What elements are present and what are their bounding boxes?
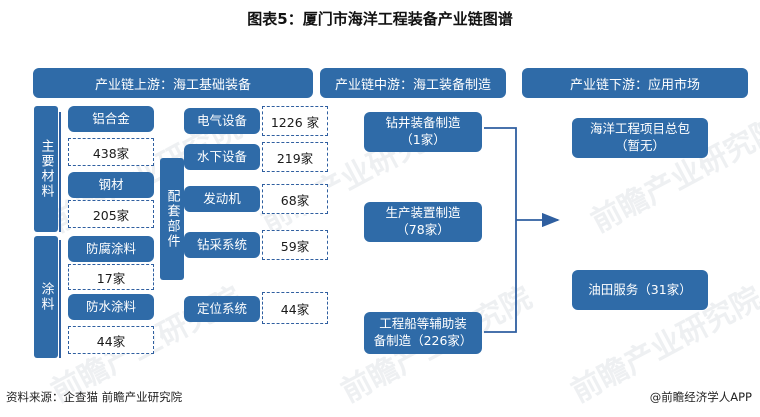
source-note: 资料来源：企查猫 前瞻产业研究院 xyxy=(6,390,183,404)
midstream-drilling-equipment-count: （1家） xyxy=(400,132,446,147)
midstream-auxiliary-equipment: 工程船等辅助装 备制造（226家） xyxy=(364,312,482,354)
downstream-oilfield-services: 油田服务（31家） xyxy=(572,270,708,310)
component-engine: 发动机 xyxy=(184,186,260,212)
header-upstream: 产业链上游：海工基础装备 xyxy=(33,68,313,98)
material-aluminum-alloy-count: 438家 xyxy=(68,138,154,166)
midstream-production-equipment-name: 生产装置制造 xyxy=(385,205,461,221)
component-positioning-system-count: 44家 xyxy=(262,292,328,324)
coatings-label: 涂料 xyxy=(34,236,58,358)
material-steel-count: 205家 xyxy=(68,200,154,228)
material-steel: 钢材 xyxy=(68,172,154,198)
midstream-drilling-equipment-name: 钻井装备制造 xyxy=(385,115,461,131)
midstream-production-equipment-count: （78家） xyxy=(396,222,450,237)
main-materials-label: 主要材料 xyxy=(34,106,58,232)
component-electrical-equipment: 电气设备 xyxy=(184,108,260,134)
brand-label: @前瞻经济学人APP xyxy=(649,390,752,404)
midstream-auxiliary-equipment-line1: 工程船等辅助装 xyxy=(379,316,467,332)
component-drilling-system-count: 59家 xyxy=(262,230,328,260)
header-downstream: 产业链下游：应用市场 xyxy=(522,68,748,98)
components-label: 配套部件 xyxy=(160,158,184,280)
component-positioning-system: 定位系统 xyxy=(184,296,260,322)
midstream-auxiliary-equipment-line2: 备制造（226家） xyxy=(373,333,473,348)
chart-title: 图表5：厦门市海洋工程装备产业链图谱 xyxy=(247,10,513,28)
downstream-project-contracting: 海洋工程项目总包 （暂无） xyxy=(572,118,708,158)
component-electrical-equipment-count: 1226 家 xyxy=(262,106,328,136)
coating-waterproof: 防水涂料 xyxy=(68,294,154,320)
coating-anticorrosion-count: 17家 xyxy=(68,264,154,290)
component-engine-count: 68家 xyxy=(262,184,328,214)
midstream-production-equipment: 生产装置制造 （78家） xyxy=(364,202,482,242)
midstream-drilling-equipment: 钻井装备制造 （1家） xyxy=(364,112,482,152)
downstream-project-contracting-count: （暂无） xyxy=(614,138,665,153)
header-midstream: 产业链中游：海工装备制造 xyxy=(320,68,506,98)
component-underwater-equipment-count: 219家 xyxy=(262,142,328,172)
coating-waterproof-count: 44家 xyxy=(68,326,154,354)
component-underwater-equipment: 水下设备 xyxy=(184,144,260,170)
component-drilling-system: 钻采系统 xyxy=(184,232,260,258)
material-aluminum-alloy: 铝合金 xyxy=(68,106,154,132)
coating-anticorrosion: 防腐涂料 xyxy=(68,236,154,262)
downstream-project-contracting-name: 海洋工程项目总包 xyxy=(589,121,690,137)
